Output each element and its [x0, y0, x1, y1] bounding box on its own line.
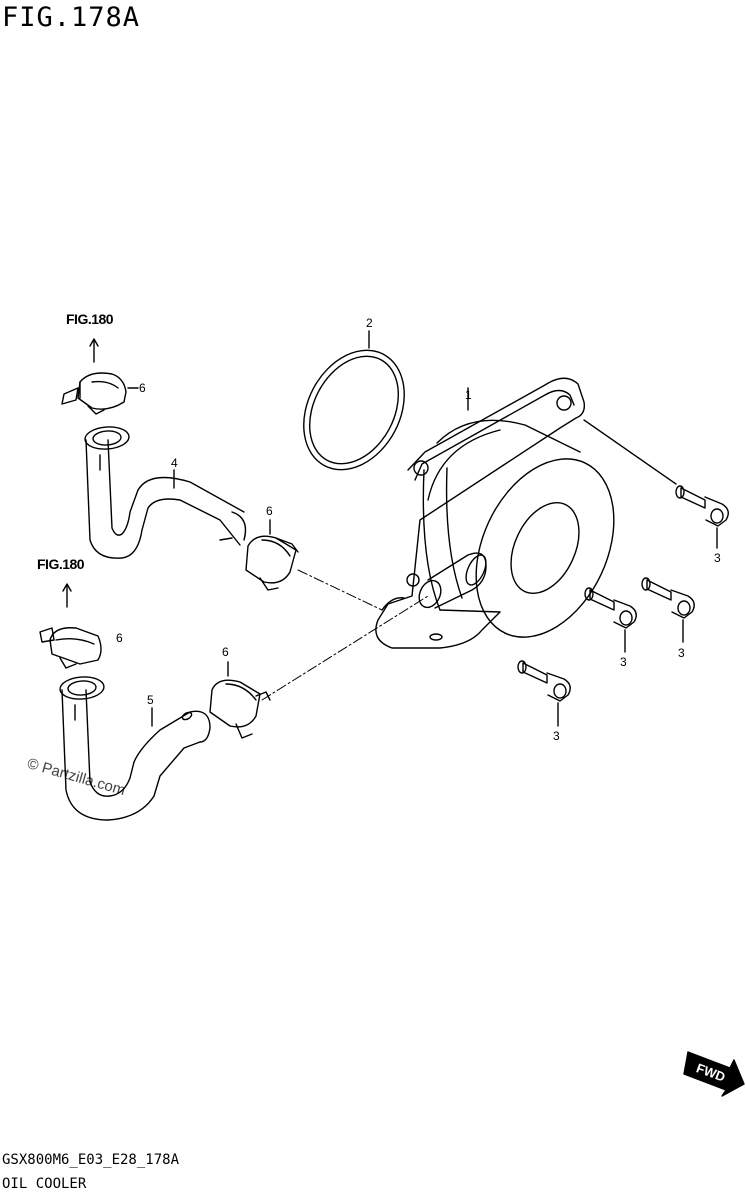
clamp-part-6b[interactable]	[245, 519, 299, 591]
callout-part-3c[interactable]: 3	[678, 646, 685, 660]
reference-fig180-upper[interactable]: FIG.180	[66, 311, 114, 327]
assembly-lines	[261, 569, 429, 701]
figure-title: FIG.178A	[2, 2, 141, 33]
callout-part-6b[interactable]: 6	[266, 504, 273, 518]
callout-part-5[interactable]: 5	[147, 693, 154, 707]
reference-arrow-upper	[89, 338, 99, 363]
figure-model-code: GSX800M6_E03_E28_178A	[2, 1152, 180, 1168]
clamp-part-6d[interactable]	[209, 661, 271, 739]
callout-part-6a[interactable]: 6	[139, 381, 146, 395]
hose-part-5[interactable]	[59, 675, 211, 821]
bolt-part-3b[interactable]	[584, 587, 637, 653]
o-ring-part-2[interactable]	[284, 330, 424, 487]
callout-part-6d[interactable]: 6	[222, 645, 229, 659]
figure-name: OIL COOLER	[2, 1176, 87, 1192]
hose-part-4[interactable]	[84, 425, 247, 559]
fwd-arrow-icon	[683, 1051, 745, 1097]
callout-part-3b[interactable]: 3	[620, 655, 627, 669]
bolt-part-3a[interactable]	[583, 419, 729, 549]
callout-part-3a[interactable]: 3	[714, 551, 721, 565]
clamp-part-6a[interactable]	[61, 372, 139, 415]
callout-part-6c[interactable]: 6	[116, 631, 123, 645]
bolt-part-3d[interactable]	[517, 660, 571, 727]
clamp-part-6c[interactable]	[39, 627, 102, 669]
callout-part-4[interactable]: 4	[171, 456, 178, 470]
reference-arrow-lower	[62, 583, 72, 608]
bolt-part-3c[interactable]	[641, 577, 695, 643]
callout-part-2[interactable]: 2	[366, 316, 373, 330]
callout-part-3d[interactable]: 3	[553, 729, 560, 743]
oil-cooler-part-1[interactable]	[375, 377, 641, 659]
reference-fig180-lower[interactable]: FIG.180	[37, 556, 85, 572]
